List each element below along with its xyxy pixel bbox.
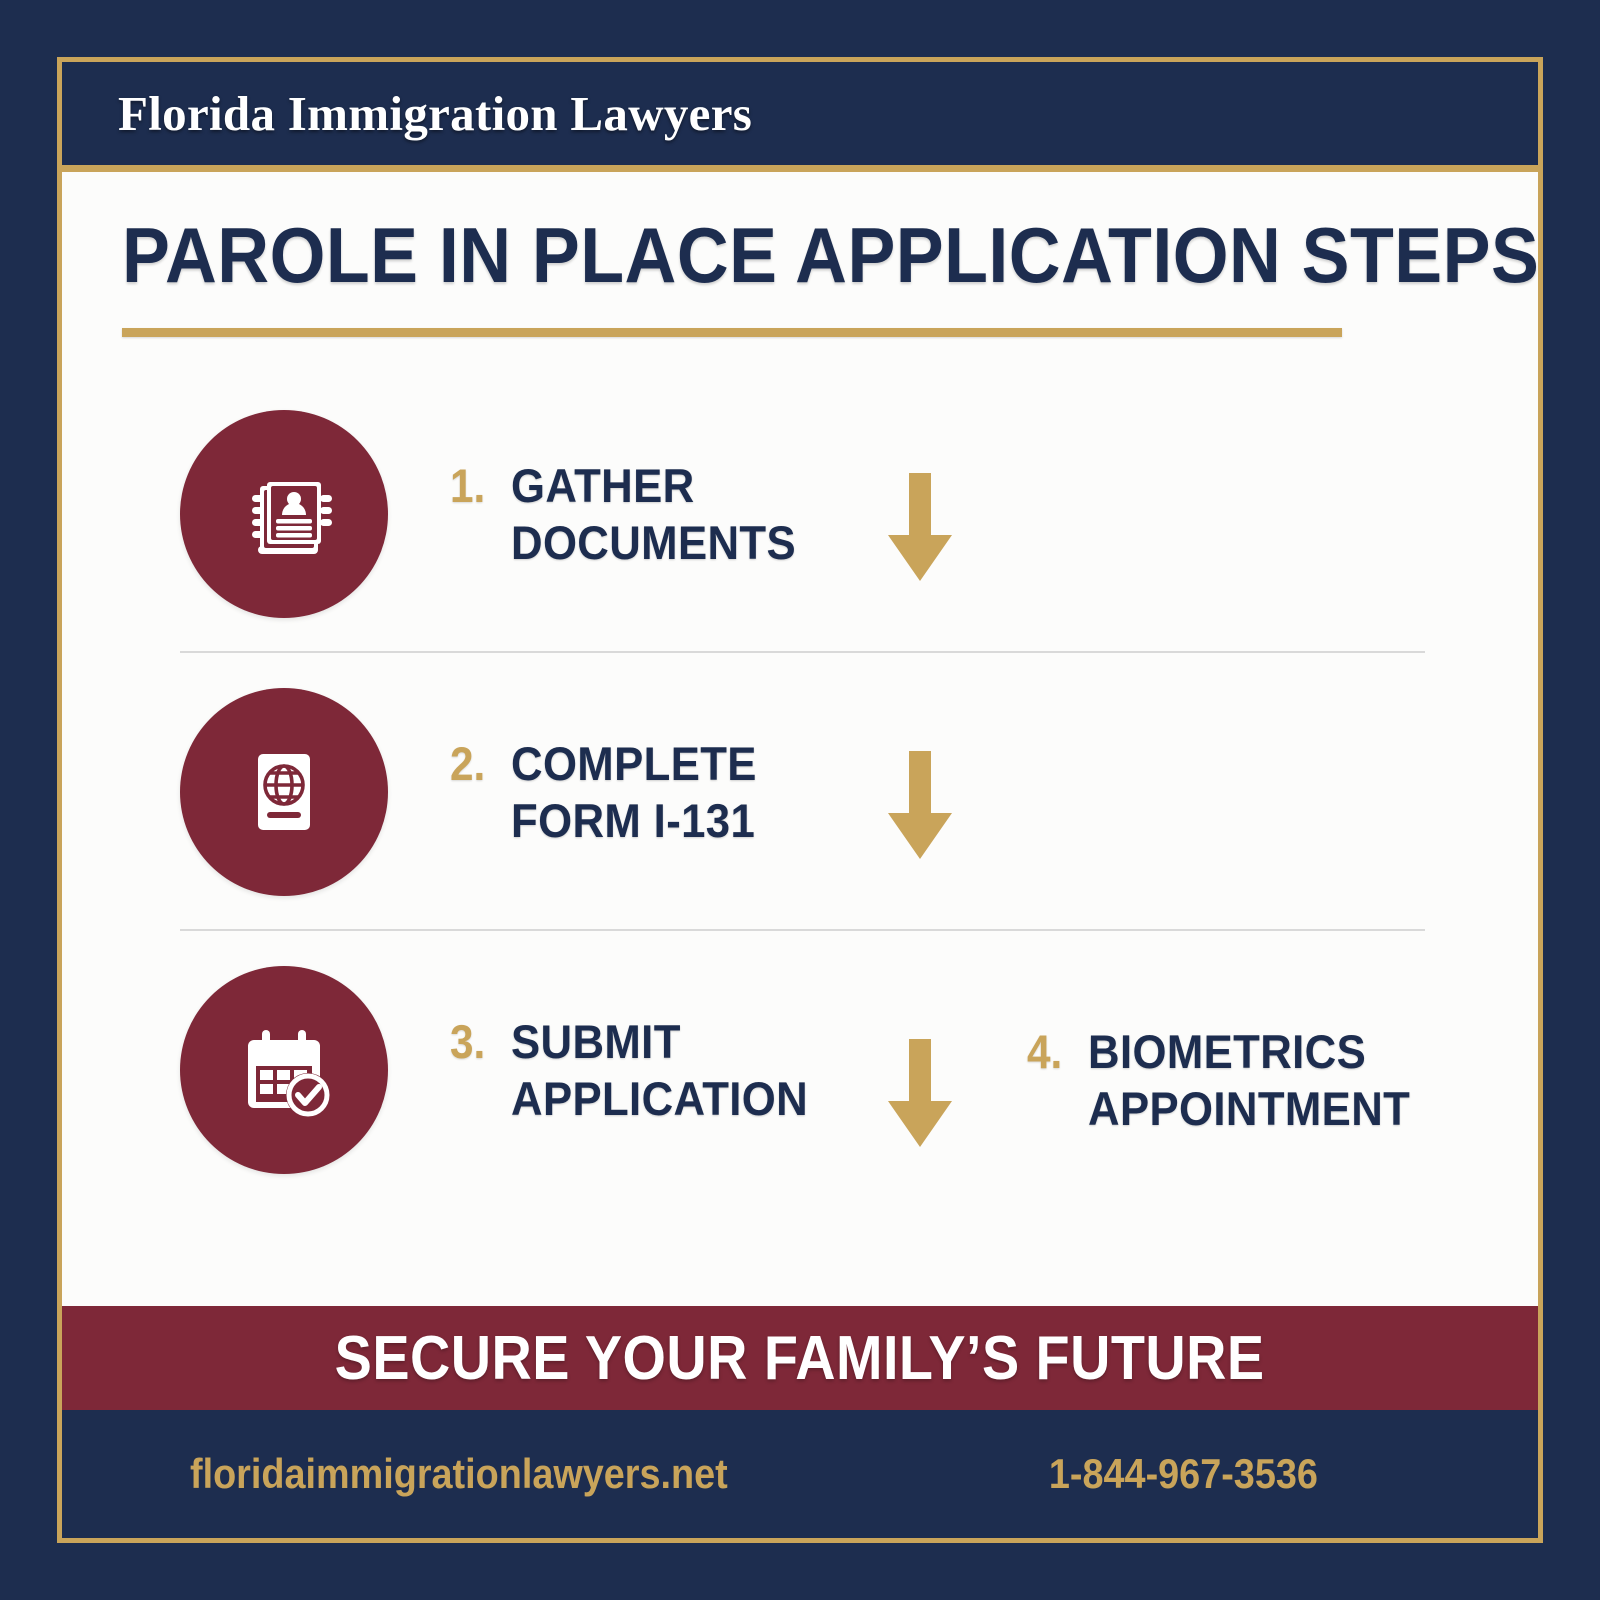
- step-number-3: 3.: [450, 1014, 486, 1068]
- step-row-2: 2. COMPLETE FORM I-131: [62, 653, 1538, 931]
- cta-text: SECURE YOUR FAMILY’S FUTURE: [335, 1323, 1265, 1393]
- step-divider-2: [180, 929, 1425, 931]
- step-label-3: SUBMIT APPLICATION: [511, 1014, 809, 1125]
- step-label-4: BIOMETRICS APPOINTMENT: [1088, 1025, 1411, 1136]
- step-label-2: COMPLETE FORM I-131: [511, 736, 758, 847]
- down-arrow-icon-2: [882, 751, 958, 861]
- calendar-check-icon: [180, 966, 388, 1174]
- id-document-icon: [180, 410, 388, 618]
- passport-icon: [180, 688, 388, 896]
- contact-bar: floridaimmigrationlawyers.net 1-844-967-…: [62, 1410, 1538, 1538]
- title-underline-rule: [122, 328, 1342, 337]
- cta-banner: SECURE YOUR FAMILY’S FUTURE: [62, 1306, 1538, 1410]
- down-arrow-icon-3: [882, 1039, 958, 1149]
- down-arrow-icon-1: [882, 473, 958, 583]
- step-label-1: GATHER DOCUMENTS: [511, 458, 797, 569]
- step-text-4: 4. BIOMETRICS APPOINTMENT: [1027, 1023, 1435, 1138]
- steps-list: 1. GATHER DOCUMENTS: [62, 337, 1538, 1306]
- brand-header: Florida Immigration Lawyers: [62, 62, 1538, 172]
- phone-number[interactable]: 1-844-967-3536: [1048, 1450, 1318, 1497]
- step-text-1: 1. GATHER DOCUMENTS: [450, 457, 818, 572]
- step-number-2: 2.: [450, 736, 486, 790]
- step-row-3: 3. SUBMIT APPLICATION 4. BIOMETRICS APPO…: [62, 931, 1538, 1209]
- website-link[interactable]: floridaimmigrationlawyers.net: [190, 1450, 728, 1497]
- headline-section: PAROLE IN PLACE APPLICATION STEPS: [62, 172, 1538, 337]
- step-row-1: 1. GATHER DOCUMENTS: [62, 375, 1538, 653]
- step-number-1: 1.: [450, 458, 486, 512]
- step-text-3: 3. SUBMIT APPLICATION: [450, 1013, 831, 1128]
- step-number-4: 4.: [1027, 1025, 1063, 1078]
- step-divider-1: [180, 651, 1425, 653]
- brand-name: Florida Immigration Lawyers: [118, 86, 753, 141]
- content-area: PAROLE IN PLACE APPLICATION STEPS: [62, 172, 1538, 1306]
- step-text-2: 2. COMPLETE FORM I-131: [450, 735, 776, 850]
- page-title: PAROLE IN PLACE APPLICATION STEPS: [122, 211, 1540, 299]
- gold-frame: Florida Immigration Lawyers PAROLE IN PL…: [57, 57, 1543, 1543]
